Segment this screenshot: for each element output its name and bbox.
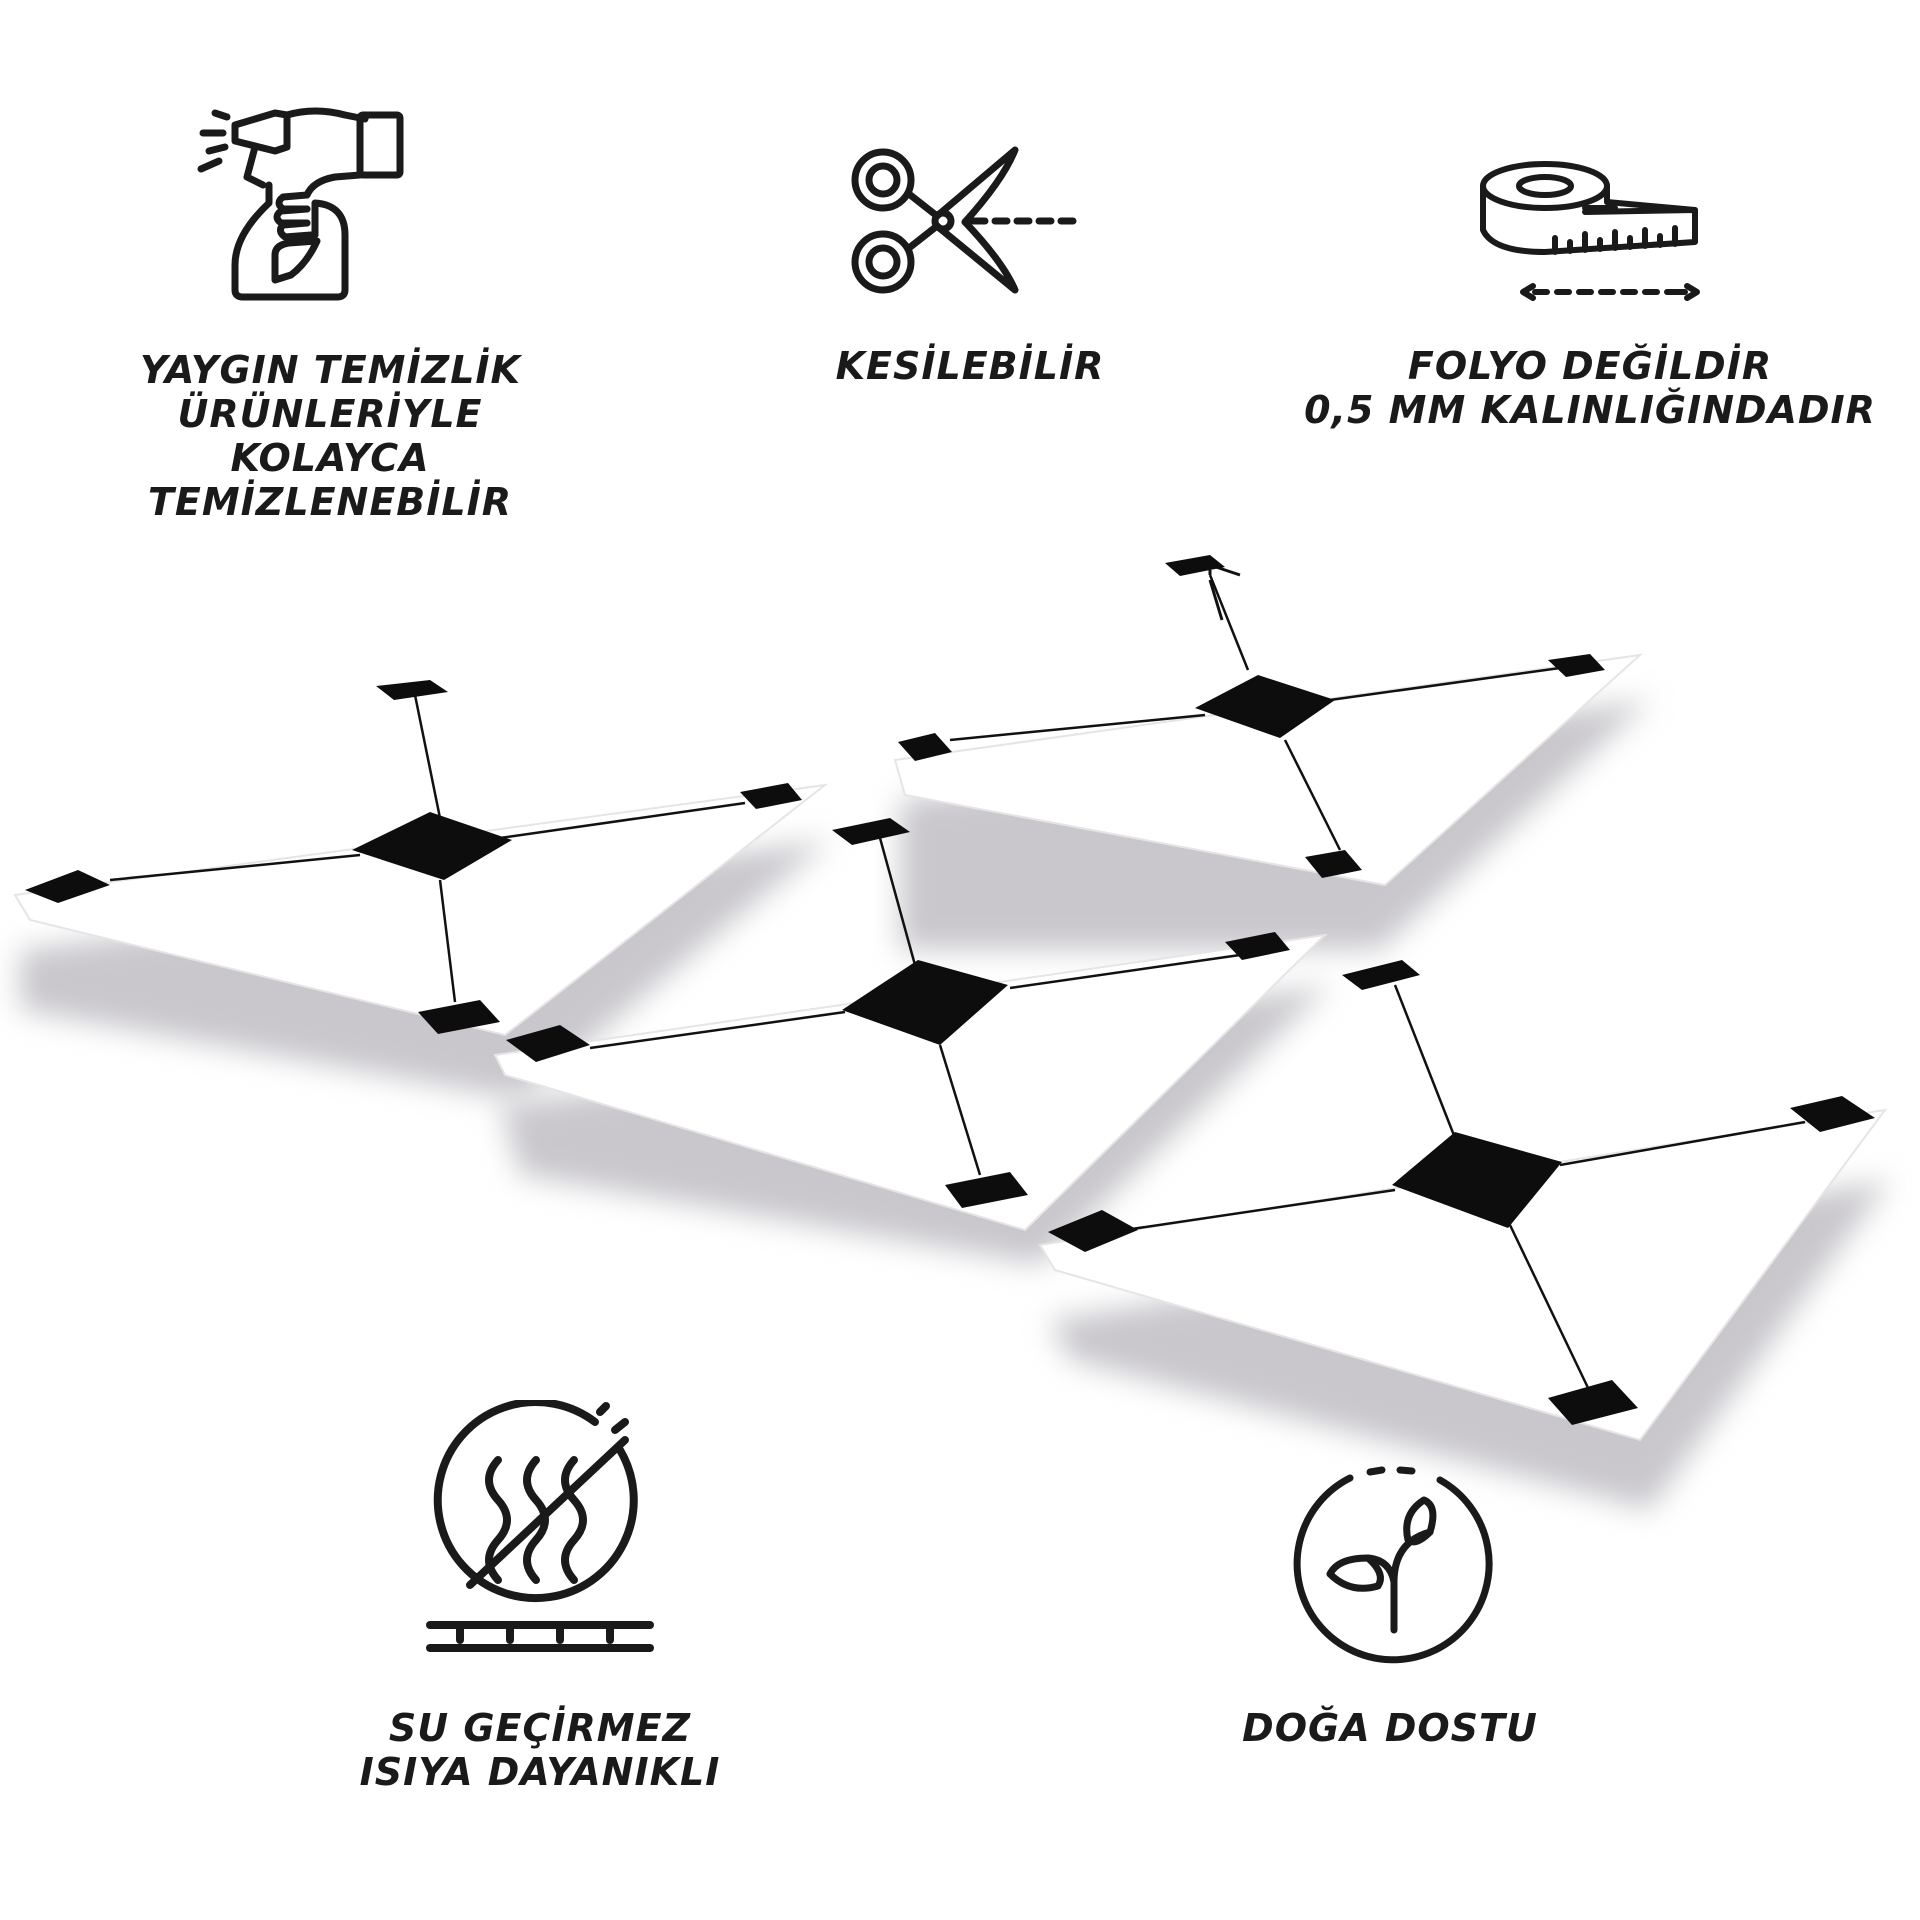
feature-thickness-line-2: 0,5 MM KALINLIĞINDADIR: [1304, 388, 1876, 432]
feature-cut-line-1: KESİLEBİLİR: [835, 344, 1105, 388]
scissors-icon: [851, 146, 1077, 294]
feature-waterproof-line-2: ISIYA DAYANIKLI: [359, 1750, 721, 1794]
feature-cleaning-line-1: YAYGIN TEMİZLİK: [140, 348, 521, 392]
tile-middle: [493, 818, 1330, 1265]
spray-bottle-hand-icon: [197, 107, 404, 301]
feature-cleaning-line-2: ÜRÜNLERİYLE: [177, 392, 483, 436]
feature-eco-line-1: DOĞA DOSTU: [1242, 1706, 1538, 1750]
feature-cleaning-line-4: TEMİZLENEBİLİR: [147, 480, 513, 524]
tile-top-right: [893, 555, 1650, 950]
feature-thickness-line-1: FOLYO DEĞİLDİR: [1407, 344, 1773, 388]
no-heat-steam-icon: [426, 1400, 654, 1652]
leaf-plant-icon: [1293, 1466, 1493, 1664]
tile-left: [13, 680, 830, 1100]
feature-waterproof-line-1: SU GEÇİRMEZ: [388, 1706, 692, 1750]
feature-cleaning-line-3: KOLAYCA: [230, 436, 430, 480]
measuring-tape-icon: [1480, 161, 1700, 301]
tile-bottom-right: [1038, 960, 1890, 1510]
